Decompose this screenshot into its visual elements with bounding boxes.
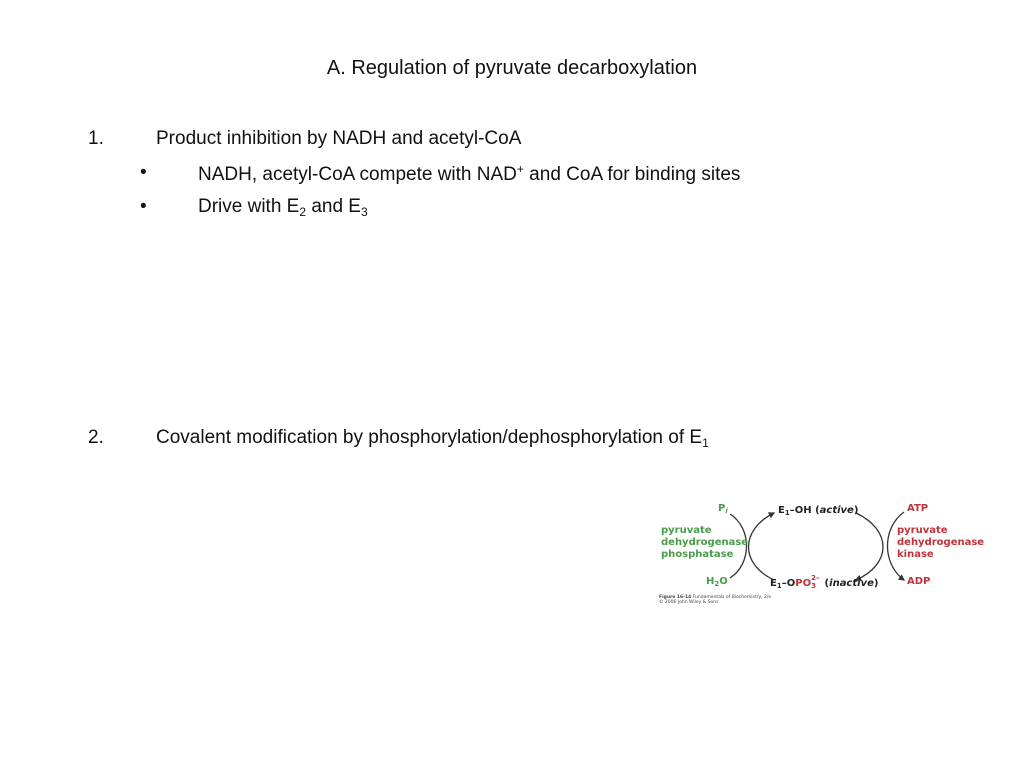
phosphatase-label: pyruvate dehydrogenase phosphatase xyxy=(661,525,749,560)
left-small-arc xyxy=(729,513,748,579)
item-1-number: 1. xyxy=(88,128,104,149)
figure-caption: Figure 16-14 Fundamentals of Biochemistr… xyxy=(659,595,772,605)
item-2-number: 2. xyxy=(88,427,104,448)
slide-title: A. Regulation of pyruvate decarboxylatio… xyxy=(326,57,698,79)
bullet-2-text: Drive with E2 and E3 xyxy=(198,196,368,219)
item-2-text: Covalent modification by phosphorylation… xyxy=(156,427,709,450)
e1-active-label: E1–OH (active) xyxy=(778,505,859,517)
adp-label: ADP xyxy=(907,576,931,587)
kinase-label: pyruvate dehydrogenase kinase xyxy=(897,525,985,560)
phosphorylation-cycle-figure: Pi pyruvate dehydrogenase phosphatase H2… xyxy=(656,498,986,614)
cycle-arrows xyxy=(729,511,906,581)
bullet-marker: • xyxy=(140,196,147,217)
h2o-label: H2O xyxy=(706,576,728,588)
item-1-text: Product inhibition by NADH and acetyl-Co… xyxy=(156,128,522,149)
right-cycle-arc xyxy=(854,512,884,581)
bullet-marker: • xyxy=(140,162,147,183)
bullet-1-text: NADH, acetyl-CoA compete with NAD+ and C… xyxy=(198,162,741,185)
left-cycle-arc xyxy=(748,512,776,581)
pi-label: Pi xyxy=(718,503,728,515)
right-small-arc xyxy=(886,511,906,581)
atp-label: ATP xyxy=(907,503,929,514)
